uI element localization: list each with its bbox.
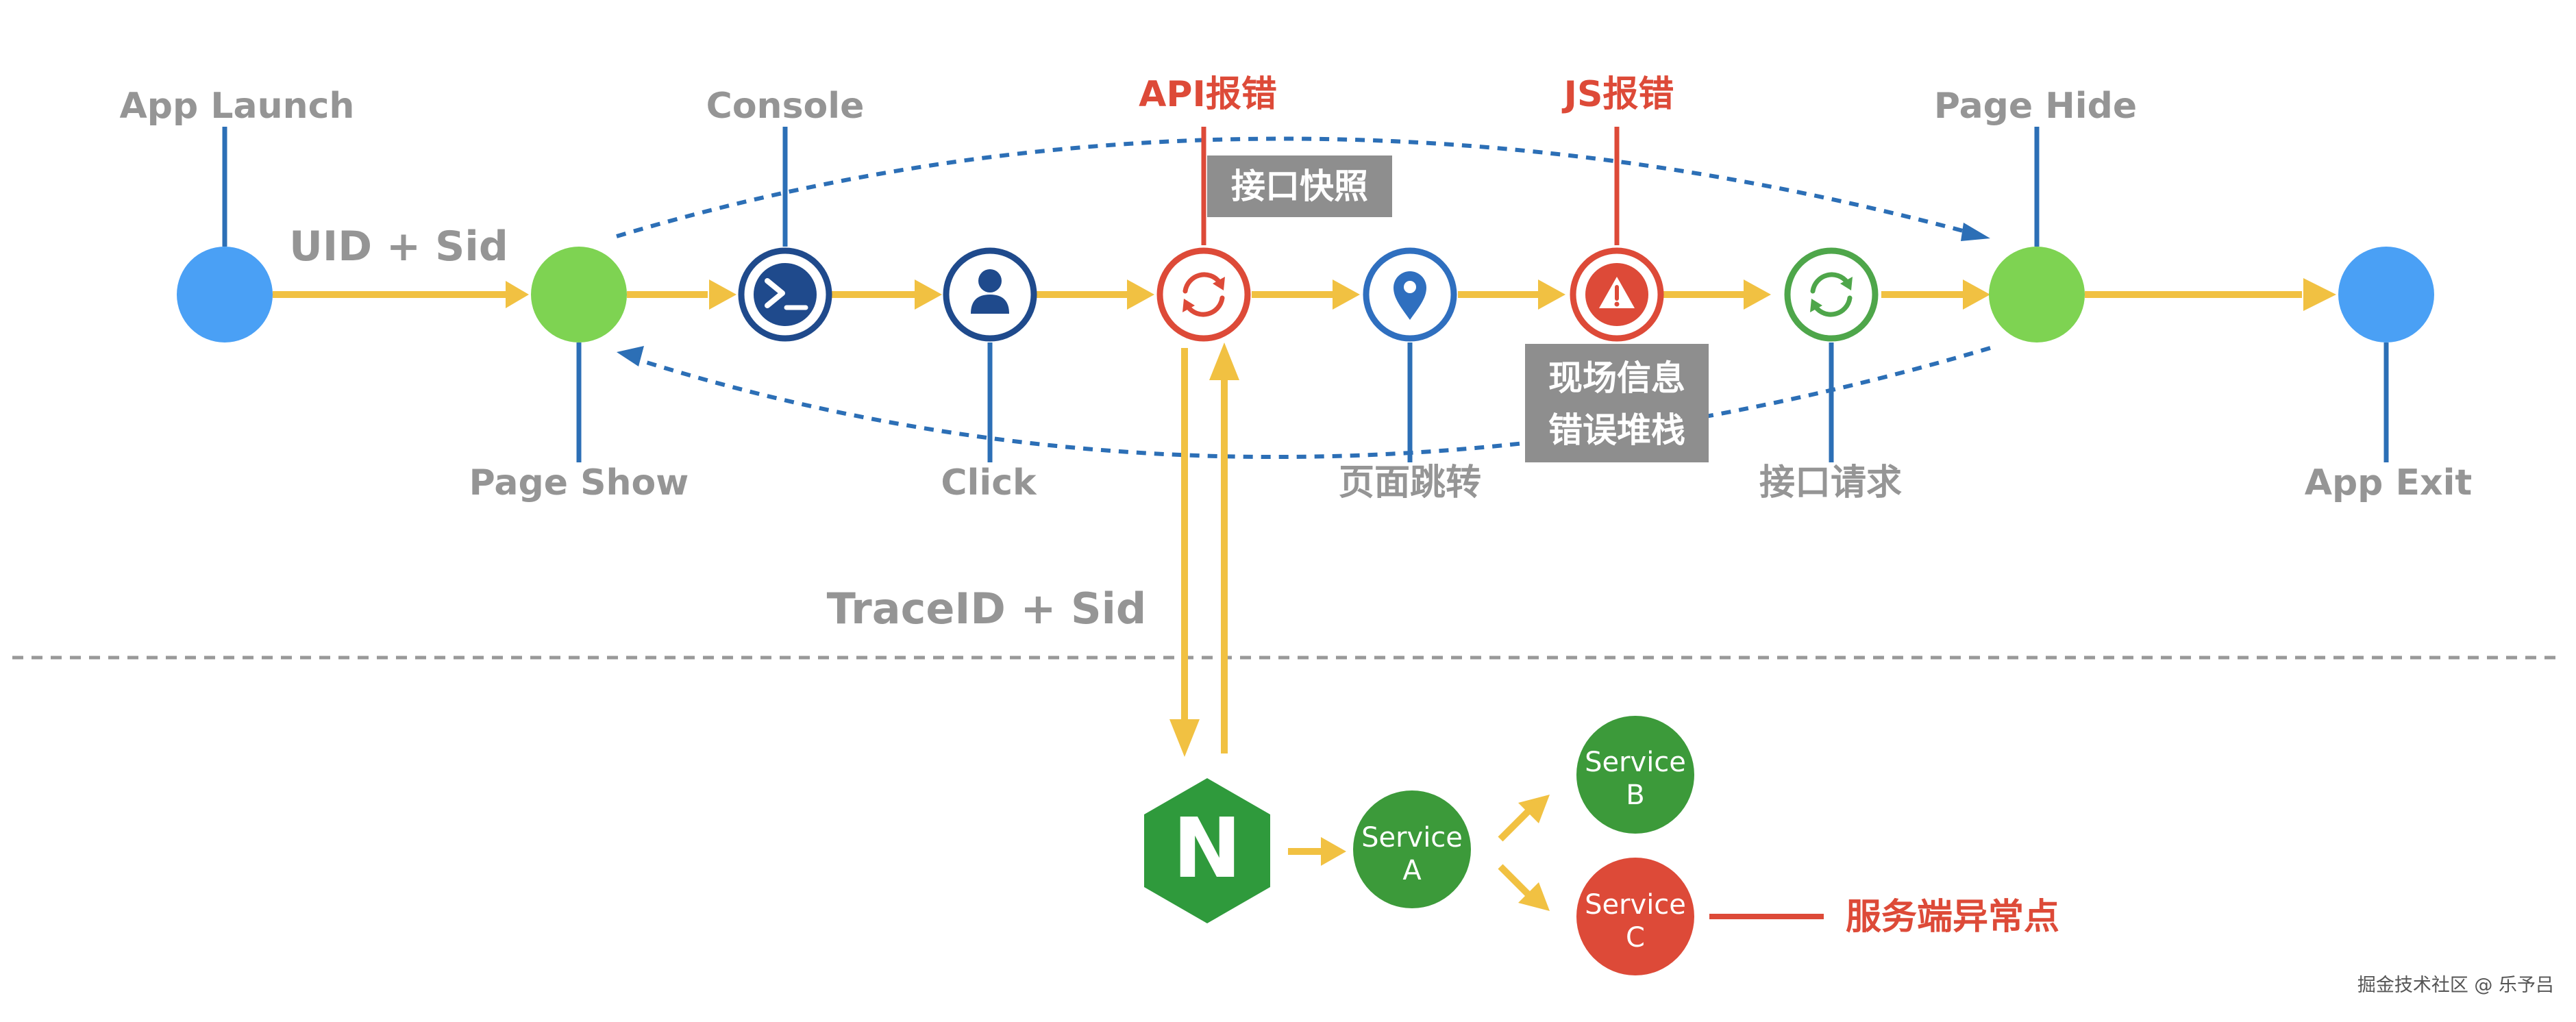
warning-icon: [1585, 263, 1648, 326]
nginx-letter: N: [1173, 801, 1241, 897]
node-app-exit: [2338, 247, 2434, 342]
service-c: Service C: [1576, 858, 1694, 975]
scene-box-line-2: 错误堆栈: [1548, 410, 1685, 450]
refresh-icon: [1810, 272, 1853, 317]
loop-arc-top: [616, 136, 1984, 238]
trace-sid-label: TraceID + Sid: [827, 584, 1147, 634]
label-connectors: [222, 127, 2389, 462]
trace-arrows: [1169, 342, 1239, 757]
node-js-error: [1570, 247, 1664, 342]
node-page-hide: [1989, 247, 2085, 342]
service-a-line-2: A: [1402, 855, 1422, 886]
label-page-jump: 页面跳转: [1339, 462, 1481, 503]
node-page-jump: [1363, 247, 1457, 342]
loop-arc-bottom: [626, 346, 1991, 459]
node-console: [738, 247, 832, 342]
node-api-error: [1156, 247, 1251, 342]
service-b-line-1: Service: [1585, 747, 1686, 778]
label-console: Console: [706, 86, 865, 127]
service-b: Service B: [1576, 716, 1694, 834]
service-c-line-2: C: [1626, 922, 1645, 954]
timeline-arrowheads: [506, 278, 2336, 311]
scene-box: 现场信息 错误堆栈: [1525, 344, 1709, 462]
nginx-icon: N: [1144, 778, 1270, 923]
label-click: Click: [941, 462, 1037, 503]
exception-label: 服务端异常点: [1846, 897, 2059, 938]
map-pin-icon: [1394, 271, 1426, 320]
label-page-hide: Page Hide: [1934, 86, 2137, 127]
label-api-request: 接口请求: [1759, 462, 1902, 503]
label-page-show: Page Show: [469, 462, 689, 503]
label-api-error: API报错: [1139, 74, 1277, 115]
user-icon: [971, 269, 1009, 314]
service-b-line-2: B: [1626, 780, 1644, 811]
node-app-launch: [177, 247, 273, 342]
snapshot-box: 接口快照: [1207, 155, 1392, 217]
loop-arc-top-arrowhead: [1961, 223, 1990, 241]
service-a-line-1: Service: [1361, 822, 1463, 853]
terminal-icon: [754, 263, 817, 326]
service-c-line-1: Service: [1585, 889, 1686, 921]
node-click: [943, 247, 1037, 342]
node-page-show: [531, 247, 627, 342]
scene-box-line-1: 现场信息: [1548, 358, 1685, 398]
label-js-error: JS报错: [1562, 74, 1674, 115]
service-a: Service A: [1353, 790, 1471, 908]
watermark: 掘金技术社区 @ 乐予吕: [2357, 975, 2554, 996]
label-app-launch: App Launch: [120, 86, 355, 127]
uid-sid-label: UID + Sid: [289, 223, 508, 271]
node-api-request: [1784, 247, 1879, 342]
label-app-exit: App Exit: [2305, 462, 2473, 503]
refresh-icon: [1182, 272, 1225, 317]
snapshot-box-text: 接口快照: [1231, 166, 1368, 206]
loop-arc-bottom-arrowhead: [617, 346, 644, 366]
service-arrows: [1288, 809, 1531, 897]
service-arrowheads: [1321, 795, 1550, 911]
